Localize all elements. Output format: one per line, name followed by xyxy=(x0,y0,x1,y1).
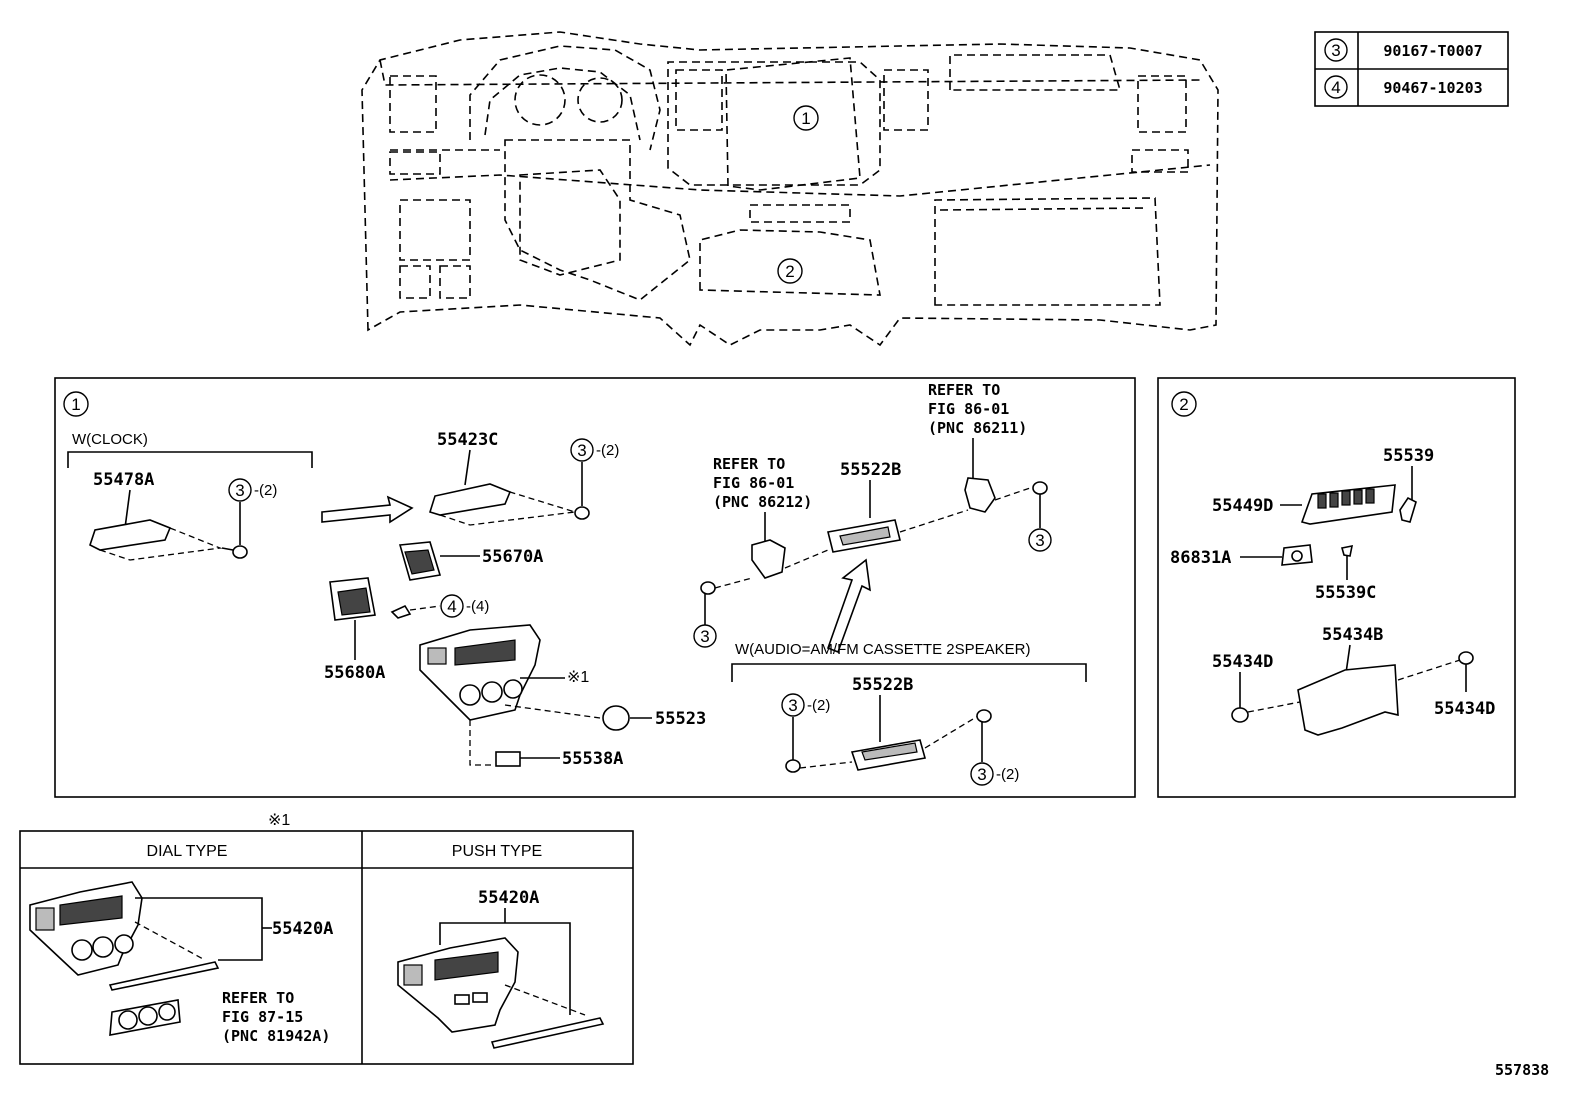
part-55522B-top xyxy=(827,519,901,553)
refer-left-line: FIG 86-01 xyxy=(713,474,794,492)
part-55449D xyxy=(1300,484,1396,525)
clock-caption: W(CLOCK) xyxy=(72,431,148,448)
fastener-ref: 4 xyxy=(1331,78,1340,97)
svg-text:3: 3 xyxy=(577,441,586,460)
svg-text:-(2): -(2) xyxy=(254,482,277,499)
part-label-86831A: 86831A xyxy=(1170,548,1231,568)
part-label-55680A: 55680A xyxy=(324,663,385,683)
refer-right-line: FIG 86-01 xyxy=(928,400,1009,418)
dial-type-header: DIAL TYPE xyxy=(147,843,228,860)
refer-left-line: REFER TO xyxy=(713,455,785,473)
note-table-mark: ※1 xyxy=(268,812,290,829)
part-55434B xyxy=(1297,664,1399,736)
svg-text:-(4): -(4) xyxy=(466,598,489,615)
svg-text:-(2): -(2) xyxy=(996,766,1019,783)
audio-caption: W(AUDIO=AM/FM CASSETTE 2SPEAKER) xyxy=(735,641,1030,658)
fastener-part-no: 90167-T0007 xyxy=(1383,42,1482,60)
center-cluster-bezel xyxy=(419,624,541,721)
refer-line: (PNC 81942A) xyxy=(222,1027,330,1045)
svg-text:3: 3 xyxy=(788,696,797,715)
svg-text:1: 1 xyxy=(71,395,80,414)
dial-type-bezel xyxy=(29,881,220,991)
part-label-55434D-left: 55434D xyxy=(1212,652,1273,672)
note-mark: ※1 xyxy=(567,669,589,686)
push-type-bezel xyxy=(397,937,605,1049)
svg-text:2: 2 xyxy=(1179,395,1188,414)
part-label-55670A: 55670A xyxy=(482,547,543,567)
svg-text:4: 4 xyxy=(447,597,456,616)
svg-text:3: 3 xyxy=(700,627,709,646)
refer-right-line: REFER TO xyxy=(928,381,1000,399)
part-55538A xyxy=(495,751,521,767)
part-55522B-bottom xyxy=(850,739,927,771)
svg-text:-(2): -(2) xyxy=(807,697,830,714)
part-label-55538A: 55538A xyxy=(562,749,623,769)
part-55680A xyxy=(329,577,376,621)
dial-part-label: 55420A xyxy=(272,919,333,939)
part-55539 xyxy=(1399,496,1417,523)
part-55478A xyxy=(89,519,172,551)
part-label-55478A: 55478A xyxy=(93,470,154,490)
part-label-55539: 55539 xyxy=(1383,446,1434,466)
svg-text:3: 3 xyxy=(977,765,986,784)
svg-text:-(2): -(2) xyxy=(596,442,619,459)
bracket-86212 xyxy=(751,539,786,579)
bracket-86211 xyxy=(964,477,996,513)
part-label-55423C: 55423C xyxy=(437,430,498,450)
part-label-55434B: 55434B xyxy=(1322,625,1383,645)
overview-callout-1: 1 xyxy=(793,105,819,131)
push-part-label: 55420A xyxy=(478,888,539,908)
part-label-55434D-right: 55434D xyxy=(1434,699,1495,719)
figure-id: 557838 xyxy=(1495,1061,1549,1079)
part-label-55539C: 55539C xyxy=(1315,583,1376,603)
part-86831A xyxy=(1281,544,1313,566)
part-55423C xyxy=(428,483,512,516)
part-55670A xyxy=(398,541,442,581)
push-type-header: PUSH TYPE xyxy=(452,843,542,860)
detail-panel-2: 2 55539 55449D 86831A 55539C 55434B 5543… xyxy=(1157,377,1516,798)
note-table: ※1 DIAL TYPE PUSH TYPE 55420A REFER TO F… xyxy=(19,812,634,1065)
refer-left-line: (PNC 86212) xyxy=(713,493,812,511)
instrument-panel-overview xyxy=(361,31,1219,347)
part-label-55522B-top: 55522B xyxy=(840,460,901,480)
part-label-55449D: 55449D xyxy=(1212,496,1273,516)
refer-right-line: (PNC 86211) xyxy=(928,419,1027,437)
svg-text:2: 2 xyxy=(785,262,794,281)
svg-text:1: 1 xyxy=(801,109,810,128)
refer-line: FIG 87-15 xyxy=(222,1008,303,1026)
svg-text:3: 3 xyxy=(235,481,244,500)
detail-panel-1: 1 W(CLOCK) 55478A 3 -(2) 55423C 3 -(2) xyxy=(54,377,1136,798)
dial-control-panel xyxy=(109,999,181,1036)
part-label-55522B-bottom: 55522B xyxy=(852,675,913,695)
part-55523 xyxy=(602,705,630,731)
refer-line: REFER TO xyxy=(222,989,294,1007)
part-label-55523: 55523 xyxy=(655,709,706,729)
overview-callout-2: 2 xyxy=(777,258,803,284)
fastener-ref: 3 xyxy=(1331,41,1340,60)
part-55539C xyxy=(1340,544,1354,557)
svg-text:3: 3 xyxy=(1035,531,1044,550)
fastener-table: 3 90167-T0007 4 90467-10203 xyxy=(1314,31,1509,107)
fastener-part-no: 90467-10203 xyxy=(1383,79,1482,97)
